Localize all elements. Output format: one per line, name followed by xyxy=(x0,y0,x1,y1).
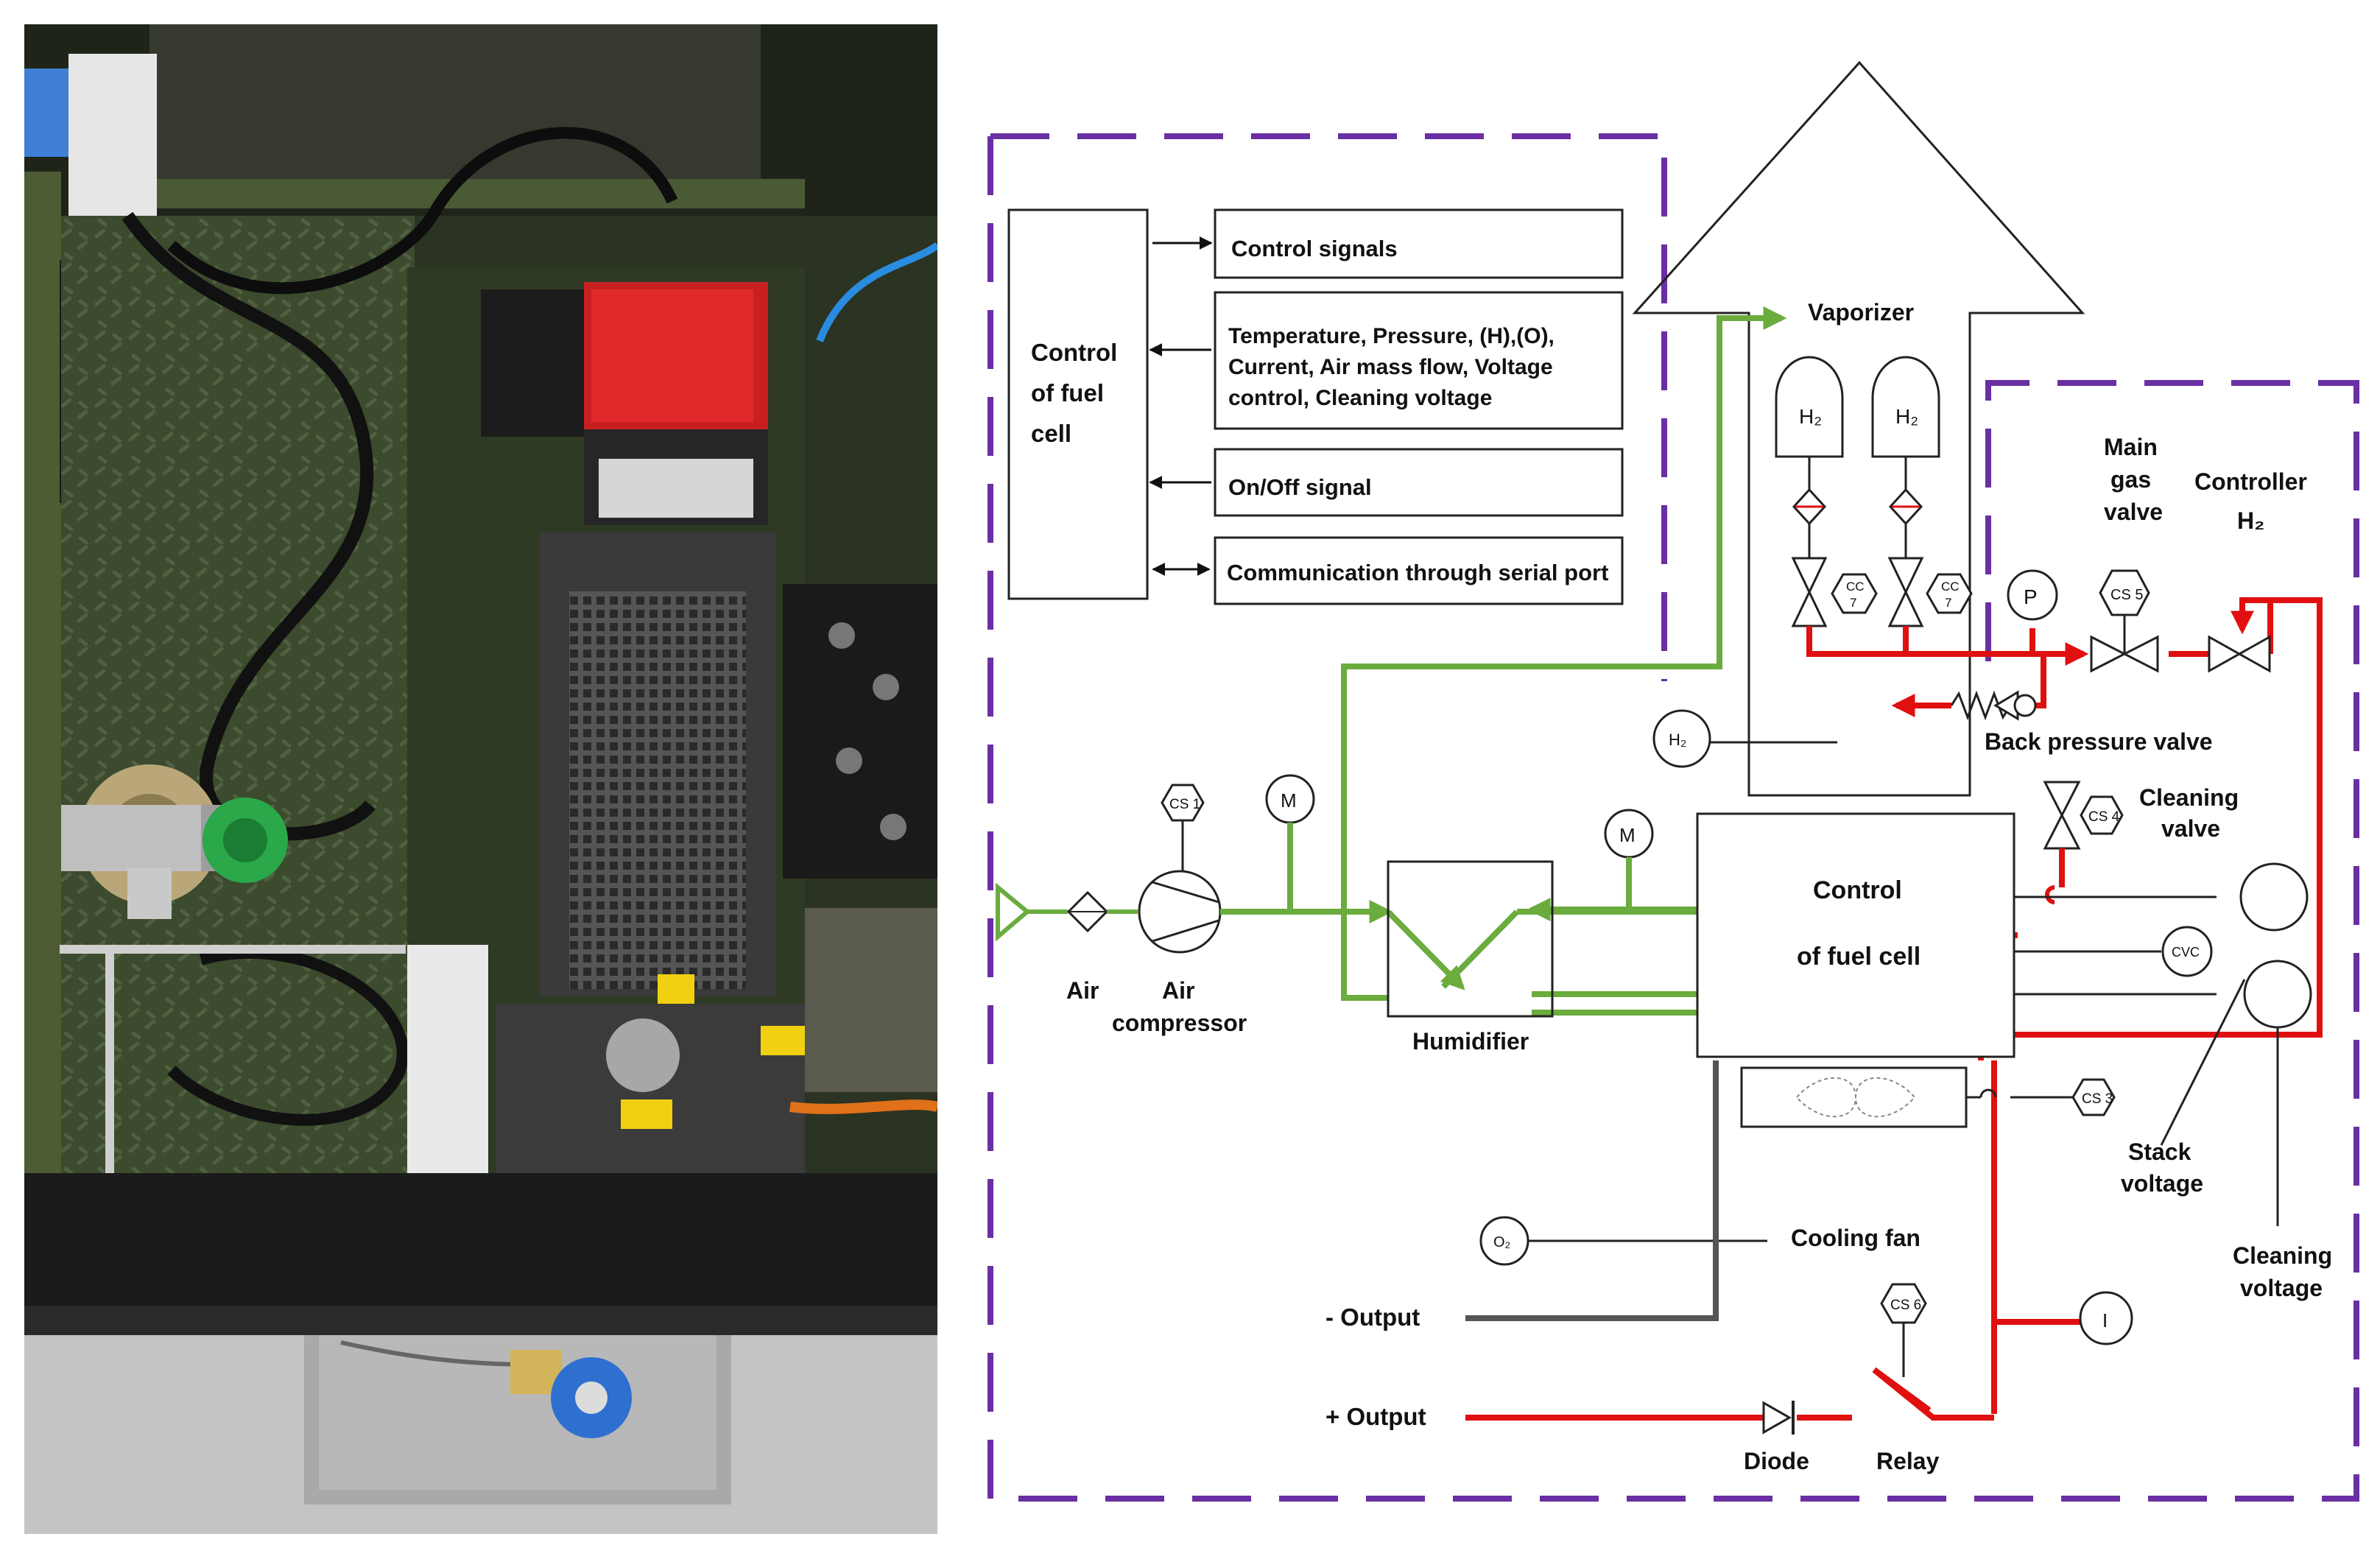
h2-cylinder-2: H₂ xyxy=(1871,356,1940,627)
air-inlet xyxy=(996,882,1138,942)
svg-text:M: M xyxy=(1281,789,1297,812)
fuel-cell-label-1: Control xyxy=(1813,876,1902,904)
svg-text:CS 5: CS 5 xyxy=(2110,587,2143,603)
cooling-fan-label: Cooling fan xyxy=(1791,1225,1920,1251)
cs3-sensor: CS 3 xyxy=(2071,1078,2116,1116)
sensor-signals-line-1: Temperature, Pressure, (H),(O), xyxy=(1228,324,1555,348)
humidifier-label: Humidifier xyxy=(1412,1028,1529,1055)
diode-icon xyxy=(1762,1401,1795,1435)
svg-text:gas: gas xyxy=(2110,466,2151,493)
h2-sensor: H₂ xyxy=(1652,692,1837,795)
svg-text:H₂: H₂ xyxy=(1799,405,1822,428)
cleaning-voltage-label-2: voltage xyxy=(2240,1275,2323,1301)
svg-text:CS 1: CS 1 xyxy=(1169,797,1200,812)
stack-voltage-label-1: Stack xyxy=(2128,1139,2191,1165)
svg-text:Controller: Controller xyxy=(2194,468,2307,495)
main-gas-valve-label: Main gas valve xyxy=(2104,434,2163,525)
spring-icon xyxy=(1950,690,2012,721)
cs5-sensor: CS 5 xyxy=(2099,569,2150,654)
air-compressor-label-1: Air xyxy=(1162,977,1194,1004)
diode-label: Diode xyxy=(1744,1448,1809,1474)
controller-label-2: of fuel xyxy=(1031,379,1104,407)
fuel-cell-label-2: of fuel cell xyxy=(1797,943,1920,971)
pressure-gauge: P xyxy=(2007,569,2058,621)
relay-switch-icon xyxy=(1872,1367,1932,1413)
svg-text:O₂: O₂ xyxy=(1493,1234,1510,1250)
cvc-sensor xyxy=(2161,926,2213,977)
air-compressor-label-2: compressor xyxy=(1112,1010,1247,1036)
svg-text:P: P xyxy=(2024,585,2038,608)
back-pressure-valve xyxy=(1950,690,2037,721)
svg-text:CVC: CVC xyxy=(2172,945,2200,960)
sensor-signals-line-2: Current, Air mass flow, Voltage xyxy=(1228,355,1553,379)
svg-text:CS 6: CS 6 xyxy=(1890,1298,1921,1313)
h2-cylinder-1: H₂ xyxy=(1775,356,1844,627)
voltage-monitors: CVC xyxy=(2014,862,2312,1226)
compressor-icon xyxy=(1152,881,1219,943)
relay-label: Relay xyxy=(1876,1448,1940,1474)
cc-sensor-2: CC 7 xyxy=(1926,573,1973,614)
control-signals-label: Control signals xyxy=(1231,236,1398,261)
cooling-fan xyxy=(1740,1066,2073,1128)
controller-label-1: Control xyxy=(1031,339,1117,366)
air-piping xyxy=(1220,306,1787,1024)
svg-text:7: 7 xyxy=(1945,596,1951,610)
cc-sensor-1: CC 7 xyxy=(1831,573,1878,614)
o2-sensor: O₂ xyxy=(1479,1216,1767,1266)
signal-boxes: Control signals Temperature, Pressure, (… xyxy=(1149,208,1624,605)
stack-voltage-label-2: voltage xyxy=(2121,1170,2203,1197)
vaporizer-enclosure xyxy=(1632,60,2085,797)
vaporizer-label: Vaporizer xyxy=(1808,299,1914,325)
controller-h2-label: Controller H₂ xyxy=(2194,468,2307,534)
svg-text:H₂: H₂ xyxy=(2237,507,2264,534)
svg-text:CC: CC xyxy=(1941,580,1960,594)
fuel-cell-photo xyxy=(24,24,940,1534)
svg-text:I: I xyxy=(2102,1309,2108,1331)
mass-flow-meter-1: M xyxy=(1265,774,1315,824)
air-compressor xyxy=(1138,870,1222,954)
svg-text:CS 4: CS 4 xyxy=(2088,809,2120,825)
cleaning-valve-label: Cleaning valve xyxy=(2139,784,2239,842)
photo-illustration xyxy=(24,24,940,1534)
current-meter: I xyxy=(2079,1291,2133,1345)
svg-text:7: 7 xyxy=(1850,596,1856,610)
valve-icon xyxy=(1887,557,1924,627)
enclosure-boundary xyxy=(987,133,2359,1502)
controller-h2-valve-icon xyxy=(2208,635,2271,673)
air-label: Air xyxy=(1066,977,1099,1004)
fuel-cell-block xyxy=(1696,812,2015,1058)
svg-text:valve: valve xyxy=(2161,815,2220,842)
valve-icon xyxy=(1791,557,1828,627)
controller-block: Control of fuel cell xyxy=(1007,208,1149,600)
svg-text:CS 3: CS 3 xyxy=(2082,1091,2113,1107)
mass-flow-meter-2: M xyxy=(1604,809,1654,859)
serial-port-label: Communication through serial port xyxy=(1227,560,1608,585)
sensor-signals-line-3: control, Cleaning voltage xyxy=(1228,386,1492,410)
negative-output-line xyxy=(1465,1060,1719,1321)
fan-icon xyxy=(1795,1077,1916,1118)
negative-output-label: - Output xyxy=(1325,1303,1420,1331)
svg-text:H₂: H₂ xyxy=(1669,731,1686,749)
svg-text:H₂: H₂ xyxy=(1895,405,1918,428)
back-pressure-valve-label: Back pressure valve xyxy=(1985,728,2213,755)
controller-label-3: cell xyxy=(1031,420,1071,447)
onoff-signal-label: On/Off signal xyxy=(1228,474,1372,500)
svg-text:CC: CC xyxy=(1846,580,1865,594)
cleaning-valve-icon xyxy=(2043,781,2081,850)
cs4-sensor: CS 4 xyxy=(2080,795,2124,835)
cs1-sensor: CS 1 xyxy=(1161,784,1205,871)
positive-output-label: + Output xyxy=(1325,1403,1426,1430)
humidifier-box xyxy=(1387,860,1554,1018)
svg-text:valve: valve xyxy=(2104,499,2163,525)
svg-text:Cleaning: Cleaning xyxy=(2139,784,2239,811)
cs6-sensor: CS 6 xyxy=(1880,1283,1927,1377)
svg-text:Main: Main xyxy=(2104,434,2158,460)
cleaning-voltage-label-1: Cleaning xyxy=(2233,1242,2332,1269)
main-gas-valve-icon xyxy=(2090,635,2159,673)
svg-text:M: M xyxy=(1619,824,1636,846)
